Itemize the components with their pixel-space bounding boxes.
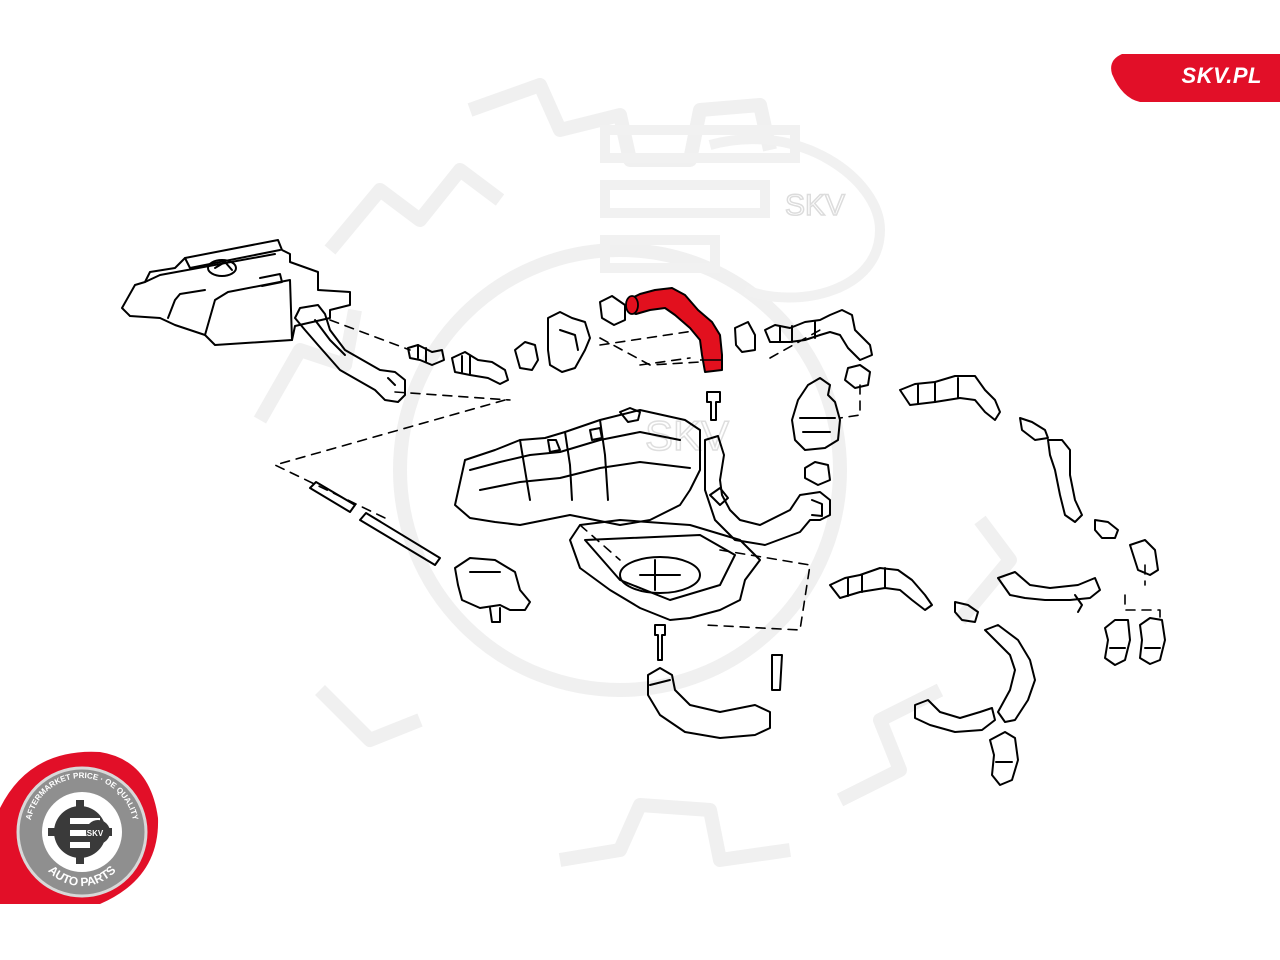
lower-center-hose: [647, 667, 771, 739]
badge-center-text: SKV: [87, 829, 104, 838]
badge-gear-icon: [48, 800, 112, 864]
center-elbow-pipe: [704, 435, 831, 546]
mounting-bolts: [654, 391, 1119, 691]
watermark-gear-icon: [253, 78, 1017, 867]
check-valves: [989, 539, 1166, 786]
valve-housing: [791, 377, 841, 486]
straight-pipes: [309, 481, 441, 566]
highlighted-breather-hose: [625, 287, 723, 373]
right-s-hose: [984, 439, 1083, 723]
hose-fitting-connectors: [407, 295, 756, 385]
auto-parts-badge: AFTERMARKET PRICE · OE QUALITY AUTO PART…: [0, 751, 159, 904]
valve-cover: [121, 239, 351, 346]
brand-tab: [1111, 54, 1280, 102]
sensor-unit: [454, 557, 531, 623]
brand-site-label[interactable]: SKV.PL: [1181, 63, 1262, 88]
valve-cover-breather-pipe: [294, 304, 406, 403]
watermark-text: SKV: [785, 189, 845, 222]
upper-right-hose: [764, 309, 873, 389]
upper-far-right-hose: [899, 375, 1001, 421]
throttle-body-plate: [569, 519, 761, 621]
bottom-right-hoses: [914, 571, 1101, 733]
intake-manifold: [454, 407, 701, 526]
right-middle-hose: [829, 567, 933, 611]
